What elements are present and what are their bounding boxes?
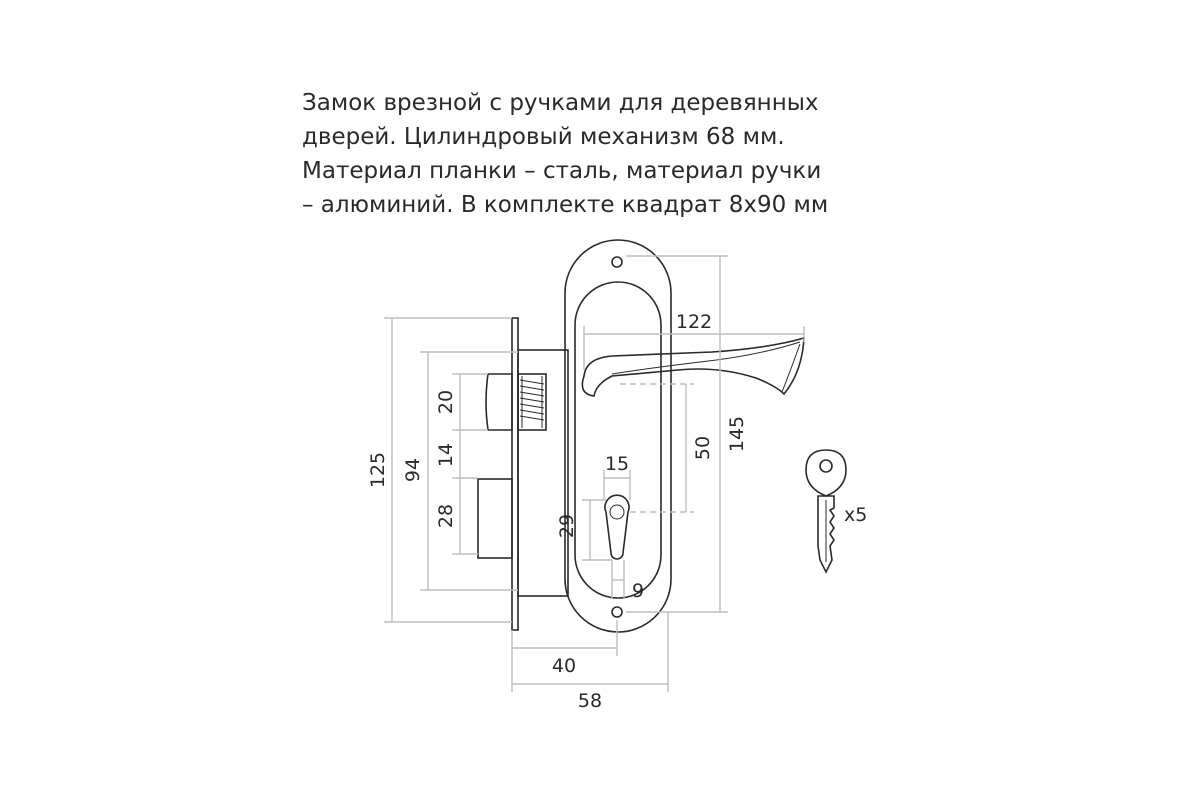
faceplate bbox=[511, 317, 519, 631]
cylinder-hole bbox=[604, 494, 630, 560]
description-line-3: Материал планки – сталь, материал ручки bbox=[302, 158, 822, 184]
plate-inner bbox=[574, 281, 662, 599]
dim-58-label: 58 bbox=[578, 690, 602, 712]
description-line-1: Замок врезной с ручками для деревянных bbox=[302, 90, 819, 116]
key-bow-hole bbox=[819, 459, 833, 473]
dim-40-label: 40 bbox=[552, 655, 576, 677]
handle-tip-line bbox=[781, 343, 801, 393]
dim-122-label: 122 bbox=[676, 311, 712, 333]
latch-spring-coils bbox=[519, 376, 545, 428]
key-blade bbox=[817, 495, 835, 574]
screw-hole-top bbox=[611, 256, 623, 268]
lever-handle bbox=[581, 336, 805, 397]
key-count-label: x5 bbox=[844, 504, 867, 526]
dim-145-label: 145 bbox=[726, 416, 748, 452]
dim-29-label: 29 bbox=[556, 514, 578, 538]
screw-hole-bottom bbox=[611, 606, 623, 618]
description-line-4: – алюминий. В комплекте квадрат 8x90 мм bbox=[302, 192, 829, 218]
dim-20-label: 20 bbox=[435, 390, 457, 414]
dim-50-label: 50 bbox=[692, 436, 714, 460]
dim-125-label: 125 bbox=[367, 452, 389, 488]
cylinder-core bbox=[609, 504, 625, 520]
escutcheon-plate bbox=[564, 239, 672, 633]
dim-15-label: 15 bbox=[605, 453, 629, 475]
latch-spring bbox=[517, 373, 547, 431]
plate-outer bbox=[564, 239, 672, 633]
dim-94-label: 94 bbox=[402, 458, 424, 482]
handle-outline bbox=[581, 336, 805, 397]
dead-bolt bbox=[477, 478, 513, 559]
mortise-lock bbox=[477, 317, 569, 631]
handle-edge-line bbox=[611, 341, 801, 375]
key-bow bbox=[805, 449, 847, 497]
dim-14-label: 14 bbox=[435, 443, 457, 467]
dim-9-label: 9 bbox=[632, 580, 644, 602]
product-description: Замок врезной с ручками для деревянных д… bbox=[302, 86, 942, 222]
description-line-2: дверей. Цилиндровый механизм 68 мм. bbox=[302, 124, 785, 150]
lock-case bbox=[517, 349, 569, 597]
latch-bolt bbox=[485, 373, 513, 431]
dim-28-label: 28 bbox=[435, 504, 457, 528]
key-icon bbox=[805, 449, 847, 574]
